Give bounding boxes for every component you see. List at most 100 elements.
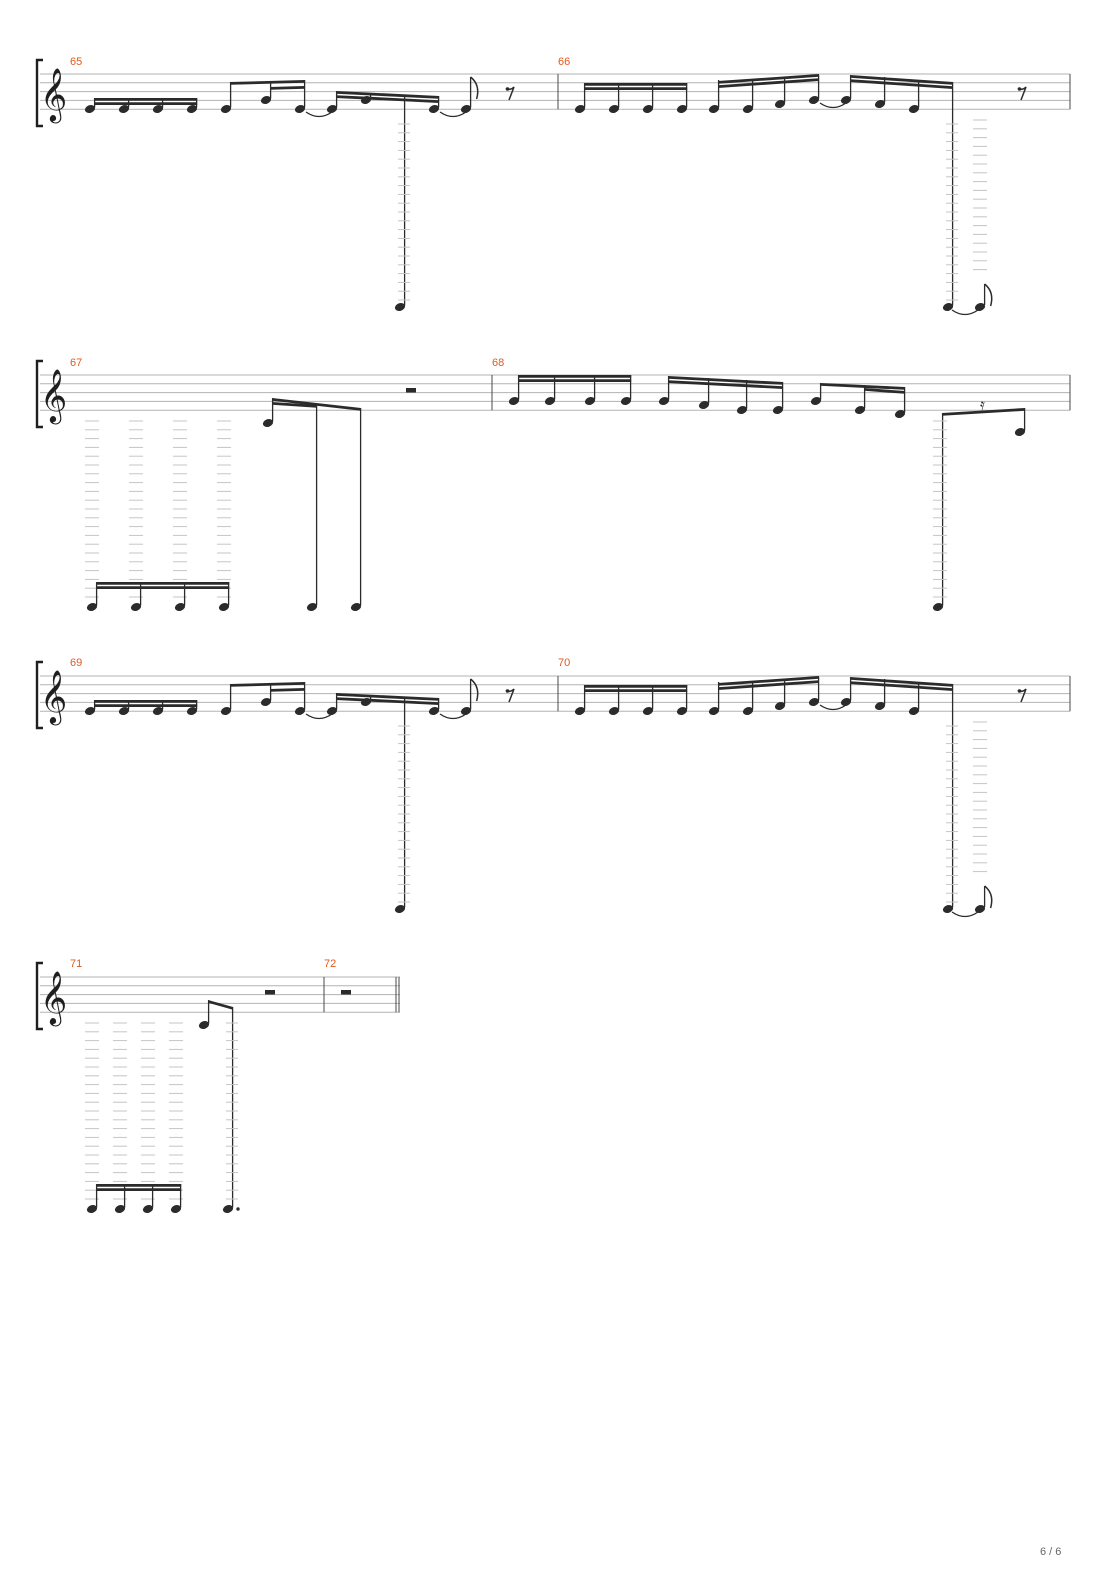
note-head <box>974 303 986 311</box>
beam <box>584 685 688 688</box>
beam <box>270 688 305 692</box>
note-head <box>306 603 318 611</box>
note-head <box>574 105 586 113</box>
tie <box>819 704 847 711</box>
note-head <box>974 905 986 913</box>
note-head <box>736 406 748 414</box>
note-flag <box>984 283 993 307</box>
half-rest <box>265 990 275 995</box>
note-head <box>608 105 620 113</box>
beam <box>336 693 439 701</box>
note-head <box>698 401 710 409</box>
treble-clef-icon: 𝄞 <box>40 368 67 424</box>
note-head <box>460 707 472 715</box>
note-head <box>294 707 306 715</box>
sixteenth-rest: 𝄿 <box>980 395 985 414</box>
note-head <box>676 707 688 715</box>
beam <box>668 380 783 389</box>
note-head <box>118 105 130 113</box>
tie <box>305 713 333 720</box>
measure-number: 67 <box>70 357 82 369</box>
note-head <box>428 105 440 113</box>
note-head <box>86 603 98 611</box>
note-head <box>260 698 272 706</box>
beam <box>94 700 198 703</box>
beam <box>270 86 305 90</box>
note-head <box>294 105 306 113</box>
tie <box>951 911 979 918</box>
note-head <box>874 702 886 710</box>
note-head <box>642 105 654 113</box>
note-head <box>574 707 586 715</box>
note-head <box>142 1205 154 1213</box>
measure-number: 70 <box>558 657 570 669</box>
beam <box>518 375 632 378</box>
tie <box>951 309 979 316</box>
half-rest <box>406 388 416 393</box>
note-head <box>152 707 164 715</box>
note-head <box>742 707 754 715</box>
note-head <box>394 303 406 311</box>
note-head <box>908 707 920 715</box>
note-head <box>174 603 186 611</box>
note-head <box>708 105 720 113</box>
note-head <box>642 707 654 715</box>
page-number: 6 / 6 <box>1040 1546 1062 1558</box>
treble-clef-icon: 𝄞 <box>40 669 67 725</box>
note-head <box>86 1205 98 1213</box>
beam <box>584 689 688 692</box>
note-head <box>152 105 164 113</box>
note-head <box>186 707 198 715</box>
note-head <box>222 1205 234 1213</box>
note-head <box>854 406 866 414</box>
note-head <box>350 603 362 611</box>
half-rest <box>341 990 351 995</box>
tie <box>305 111 333 118</box>
beam <box>864 388 905 394</box>
beam <box>718 78 819 88</box>
note-head <box>84 105 96 113</box>
beam <box>336 697 439 705</box>
note-head <box>220 105 232 113</box>
measure-number: 68 <box>492 357 504 369</box>
system-bracket <box>35 961 43 1031</box>
note-head <box>774 100 786 108</box>
treble-clef-icon: 𝄞 <box>40 970 67 1026</box>
beam <box>942 408 1025 416</box>
note-head <box>808 96 820 104</box>
beam <box>850 681 953 691</box>
beam <box>518 379 632 382</box>
beam <box>96 582 230 585</box>
beam <box>272 398 361 411</box>
note-head <box>810 397 822 405</box>
note-head <box>774 702 786 710</box>
note-flag <box>470 678 479 702</box>
measure-number: 72 <box>324 958 336 970</box>
beam <box>94 704 198 707</box>
eighth-rest-dot <box>1017 689 1022 693</box>
eighth-rest-dot <box>505 87 510 91</box>
note-head <box>326 707 338 715</box>
note-head <box>428 707 440 715</box>
system-bracket <box>35 660 43 730</box>
beam <box>584 87 688 90</box>
note-head <box>260 96 272 104</box>
beam <box>96 586 230 589</box>
measure-number: 65 <box>70 56 82 68</box>
note-head <box>326 105 338 113</box>
note-head <box>840 698 852 706</box>
beam <box>718 676 819 686</box>
beam <box>850 79 953 89</box>
beam <box>718 680 819 690</box>
note-head <box>942 303 954 311</box>
note-head <box>584 397 596 405</box>
system-bracket <box>35 359 43 429</box>
note-head <box>658 397 670 405</box>
augmentation-dot <box>236 1207 240 1211</box>
tie <box>439 111 467 118</box>
note-flag <box>470 76 479 100</box>
beam <box>230 80 305 85</box>
tie <box>819 102 847 109</box>
